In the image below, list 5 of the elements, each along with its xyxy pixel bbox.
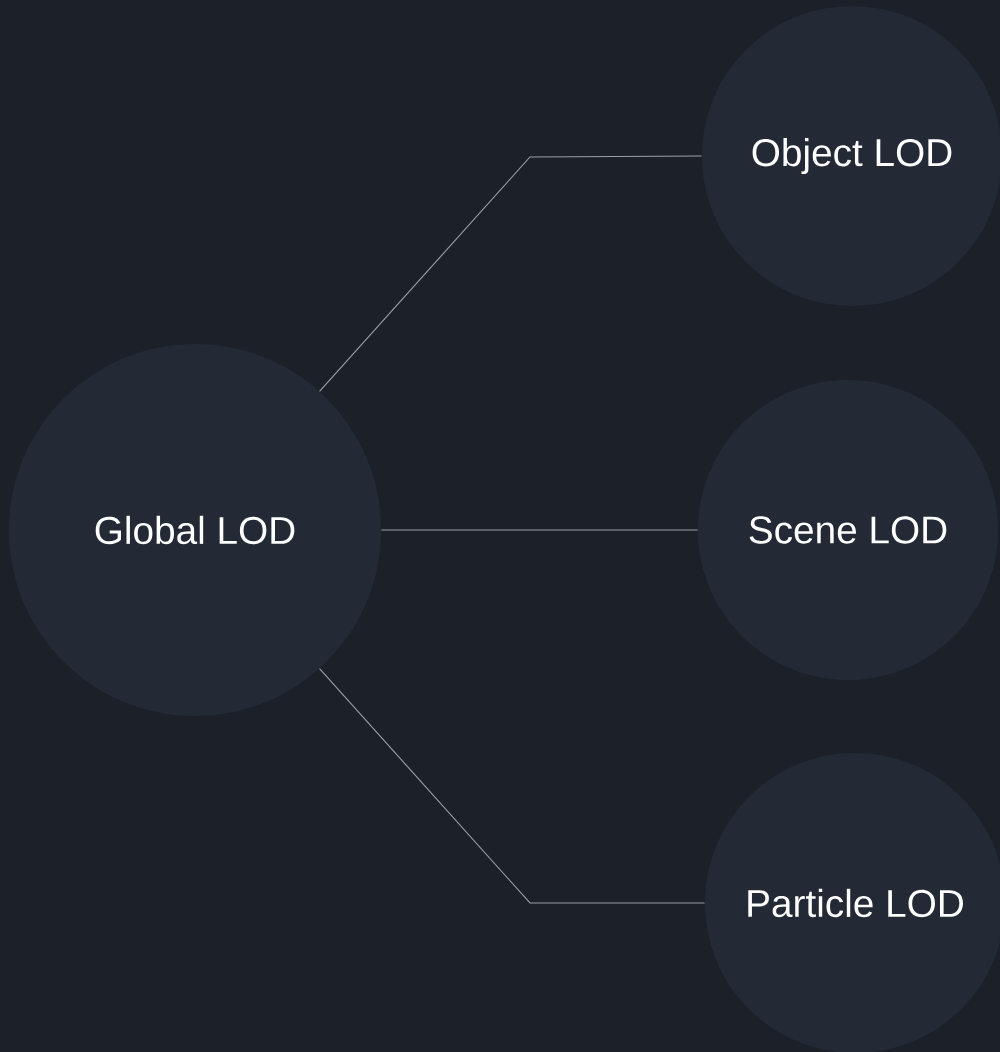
circle-node: Global LOD [8,343,382,717]
connector-line [318,668,706,904]
connector-line [318,155,703,392]
connector-line [380,529,699,531]
circle-node: Scene LOD [697,379,999,681]
